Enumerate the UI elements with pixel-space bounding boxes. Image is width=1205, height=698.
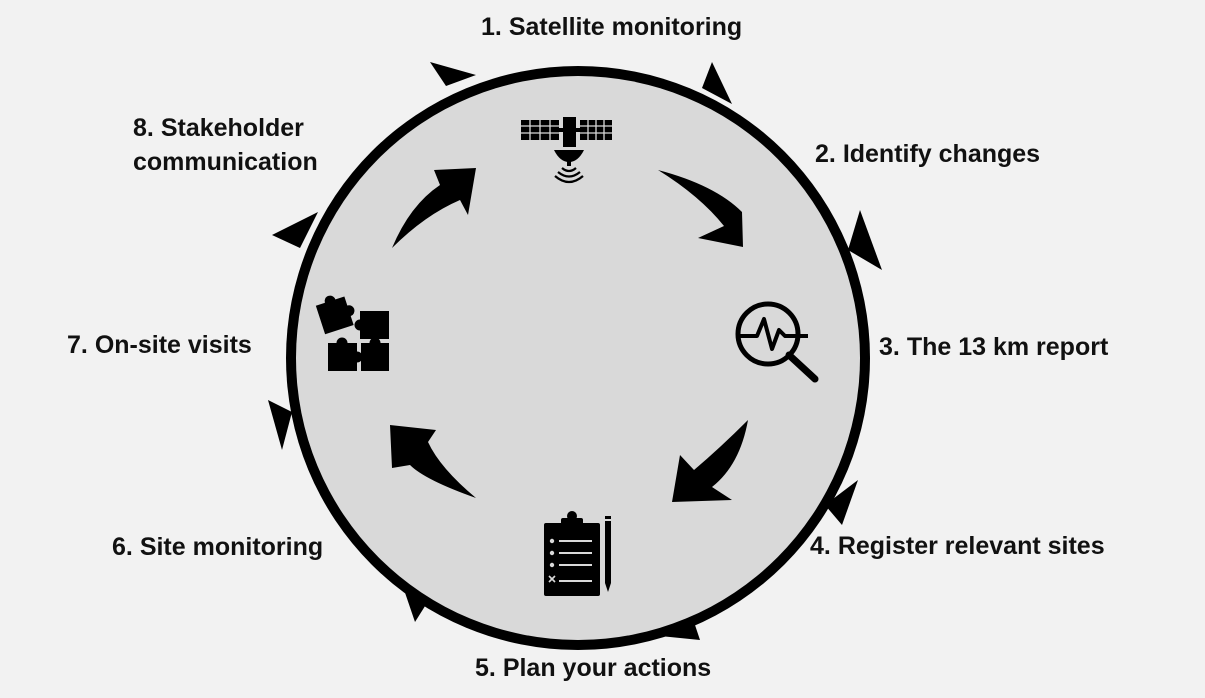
inner-arrow-5-to-7: [390, 425, 476, 498]
step-4-number: 4.: [810, 532, 831, 560]
inner-arrow-1-to-3: [658, 170, 743, 247]
step-2-number: 2.: [815, 140, 836, 168]
step-8-text: Stakeholder communication: [133, 114, 318, 176]
step-2-label: 2. Identify changes: [815, 137, 1040, 171]
step-7-text: On-site visits: [94, 331, 252, 359]
step-1-text: Satellite monitoring: [508, 13, 743, 41]
magnifier-pulse-icon: [735, 301, 819, 383]
step-6-number: 6.: [112, 533, 133, 561]
step-8-label: 8. Stakeholder communication: [133, 111, 343, 179]
step-5-number: 5.: [475, 654, 496, 682]
step-3-label: 3. The 13 km report: [879, 330, 1108, 364]
step-4-label: 4. Register relevant sites: [810, 529, 1105, 563]
step-2-text: Identify changes: [842, 140, 1041, 168]
inner-arrow-7-to-1: [392, 168, 476, 248]
step-5-text: Plan your actions: [502, 654, 712, 682]
step-3-text: The 13 km report: [906, 333, 1109, 361]
step-7-label: 7. On-site visits: [67, 328, 252, 362]
step-1-label: 1. Satellite monitoring: [481, 10, 742, 44]
step-6-label: 6. Site monitoring: [112, 530, 323, 564]
clipboard-checklist-icon: [544, 511, 611, 596]
step-4-text: Register relevant sites: [837, 532, 1105, 560]
inner-arrow-3-to-5: [672, 420, 748, 502]
step-6-text: Site monitoring: [139, 533, 324, 561]
ring-arrowheads: [268, 62, 882, 640]
step-8-number: 8.: [133, 114, 154, 142]
step-5-label: 5. Plan your actions: [475, 651, 711, 685]
step-7-number: 7.: [67, 331, 88, 359]
satellite-icon: [521, 117, 612, 184]
step-1-number: 1.: [481, 13, 502, 41]
puzzle-icon: [315, 295, 389, 371]
step-3-number: 3.: [879, 333, 900, 361]
